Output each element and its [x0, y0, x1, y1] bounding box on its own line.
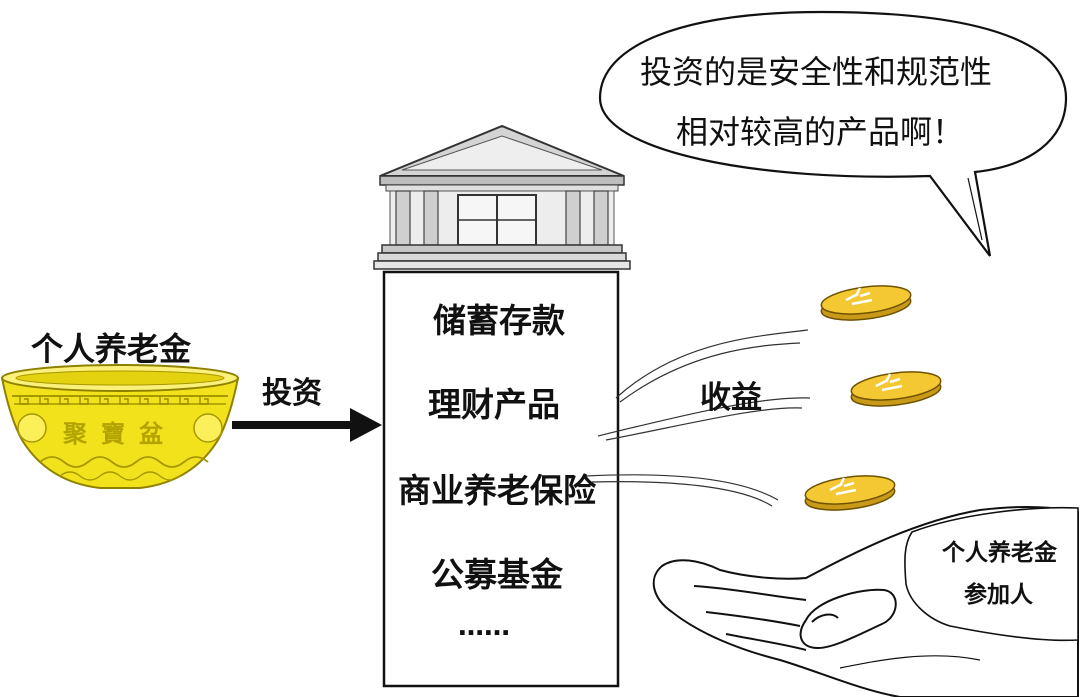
product-item: 理财产品 — [428, 385, 560, 424]
speech-bubble — [598, 10, 1068, 257]
participant-label-area — [904, 506, 1079, 642]
invest-arrow — [232, 408, 382, 442]
product-more: …… — [458, 612, 510, 642]
product-item: 储蓄存款 — [433, 301, 565, 340]
participant-line-2: 参加人 — [964, 582, 1033, 608]
coin-icon — [804, 475, 896, 511]
returns-label: 收益 — [700, 380, 762, 416]
speech-line-2: 相对较高的产品啊！ — [676, 113, 965, 151]
invest-label: 投资 — [262, 376, 322, 411]
products-box — [382, 270, 620, 688]
treasure-bowl-icon: 聚寶盆 — [0, 364, 240, 489]
income-stream-lines — [585, 329, 811, 507]
speech-line-1: 投资的是安全性和规范性 — [640, 53, 993, 91]
product-item: 公募基金 — [431, 555, 563, 594]
bank-building-icon — [373, 124, 631, 270]
bowl-inscription: 聚寶盆 — [62, 419, 177, 448]
product-item: 商业养老保险 — [398, 471, 596, 510]
participant-line-1: 个人养老金 — [942, 540, 1057, 566]
coin-icon — [850, 371, 942, 407]
source-label: 个人养老金 — [31, 330, 192, 368]
coin-icon — [820, 285, 912, 321]
